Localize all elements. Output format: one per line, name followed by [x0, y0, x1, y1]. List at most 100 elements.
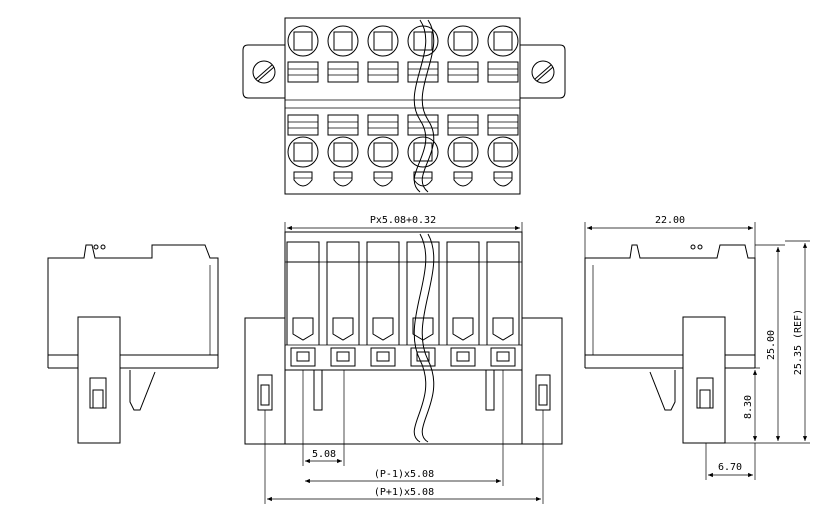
- front-cap: [366, 241, 400, 263]
- front-cap: [326, 241, 360, 263]
- wire-entry-square: [373, 31, 393, 51]
- release-slot: [373, 171, 393, 187]
- front-position-5: [446, 241, 480, 367]
- dimension-pitch: 5.08: [302, 370, 345, 466]
- front-wire-slot: [372, 317, 394, 341]
- front-contact: [416, 351, 430, 362]
- wire-entry-square: [453, 31, 473, 51]
- release-circle: [487, 136, 519, 168]
- front-wire-slot: [412, 317, 434, 341]
- latch-top: [367, 61, 399, 83]
- front-contact: [496, 351, 510, 362]
- front-contact-box: [330, 347, 356, 367]
- front-cap: [486, 241, 520, 263]
- front-cap: [446, 241, 480, 263]
- left-body-outline: [47, 244, 219, 356]
- wire-entry-circle: [487, 25, 519, 57]
- pin-span-label: (P-1)x5.08: [374, 469, 434, 480]
- release-circle: [287, 136, 319, 168]
- front-contact: [456, 351, 470, 362]
- top-view: [242, 17, 566, 195]
- front-position-2: [326, 241, 360, 367]
- latch-top: [487, 61, 519, 83]
- front-position-1: [286, 241, 320, 367]
- height-label: 25.00: [766, 330, 777, 360]
- right-foot-block: [682, 316, 726, 444]
- latch-top: [287, 61, 319, 83]
- top-position-5: [447, 25, 479, 187]
- release-circle: [367, 136, 399, 168]
- front-contact: [296, 351, 310, 362]
- latch-bottom: [327, 114, 359, 136]
- release-circle: [407, 136, 439, 168]
- left-mounting-ear: [242, 44, 285, 99]
- release-square: [453, 142, 473, 162]
- release-slot: [493, 171, 513, 187]
- release-circle: [447, 136, 479, 168]
- release-square: [293, 142, 313, 162]
- front-contact-box: [370, 347, 396, 367]
- left-flange-screw-icon: [252, 60, 276, 84]
- dimension-foot-width: 6.70: [705, 443, 756, 480]
- wire-entry-square: [413, 31, 433, 51]
- wire-entry-circle: [367, 25, 399, 57]
- front-contact-box: [490, 347, 516, 367]
- left-side-view: [47, 244, 219, 444]
- wire-entry-circle: [327, 25, 359, 57]
- front-contact-box: [450, 347, 476, 367]
- latch-bottom: [487, 114, 519, 136]
- front-contact: [376, 351, 390, 362]
- right-flange-screw-icon: [531, 60, 555, 84]
- top-position-3: [367, 25, 399, 187]
- front-contact-box: [410, 347, 436, 367]
- release-slot: [293, 171, 313, 187]
- right-body-outline: [584, 244, 756, 356]
- front-cap: [286, 241, 320, 263]
- release-slot: [333, 171, 353, 187]
- foot-width-label: 6.70: [718, 462, 742, 473]
- latch-bottom: [447, 114, 479, 136]
- depth-label: 22.00: [655, 215, 685, 226]
- wire-entry-circle: [447, 25, 479, 57]
- right-flange: [521, 317, 563, 445]
- front-contact: [336, 351, 350, 362]
- dimension-depth: 22.00: [584, 215, 756, 258]
- front-wire-slot: [452, 317, 474, 341]
- front-body-outline: [284, 231, 523, 445]
- release-square: [333, 142, 353, 162]
- front-view: [244, 231, 563, 445]
- latch-top: [447, 61, 479, 83]
- latch-top: [327, 61, 359, 83]
- top-break-line: [413, 19, 427, 193]
- release-square: [373, 142, 393, 162]
- dimension-overall-width: Px5.08+0.32: [284, 215, 523, 232]
- pitch-label: 5.08: [312, 449, 336, 460]
- wire-entry-square: [293, 31, 313, 51]
- overall-width-label: Px5.08+0.32: [370, 215, 436, 226]
- release-square: [413, 142, 433, 162]
- release-circle: [327, 136, 359, 168]
- flange-span-label: (P+1)x5.08: [374, 487, 434, 498]
- right-mounting-ear: [520, 44, 566, 99]
- top-position-6: [487, 25, 519, 187]
- front-pin-right: [485, 369, 495, 411]
- release-square: [493, 142, 513, 162]
- wire-entry-square: [333, 31, 353, 51]
- top-body-outline: [284, 17, 521, 195]
- latch-bottom: [407, 114, 439, 136]
- release-slot: [453, 171, 473, 187]
- front-pin-left: [313, 369, 323, 411]
- top-position-1: [287, 25, 319, 187]
- wire-entry-square: [493, 31, 513, 51]
- height-ref-label: 25.35 (REF): [793, 309, 804, 375]
- latch-bottom: [287, 114, 319, 136]
- front-position-6: [486, 241, 520, 367]
- dimension-height-ref: 25.35 (REF): [785, 240, 810, 444]
- right-side-view: [584, 244, 756, 444]
- dimension-lower-height: 8.30: [725, 367, 760, 441]
- top-position-2: [327, 25, 359, 187]
- left-foot-block: [77, 316, 121, 444]
- dimension-flange-span: (P+1)x5.08: [264, 410, 544, 504]
- front-wire-slot: [292, 317, 314, 341]
